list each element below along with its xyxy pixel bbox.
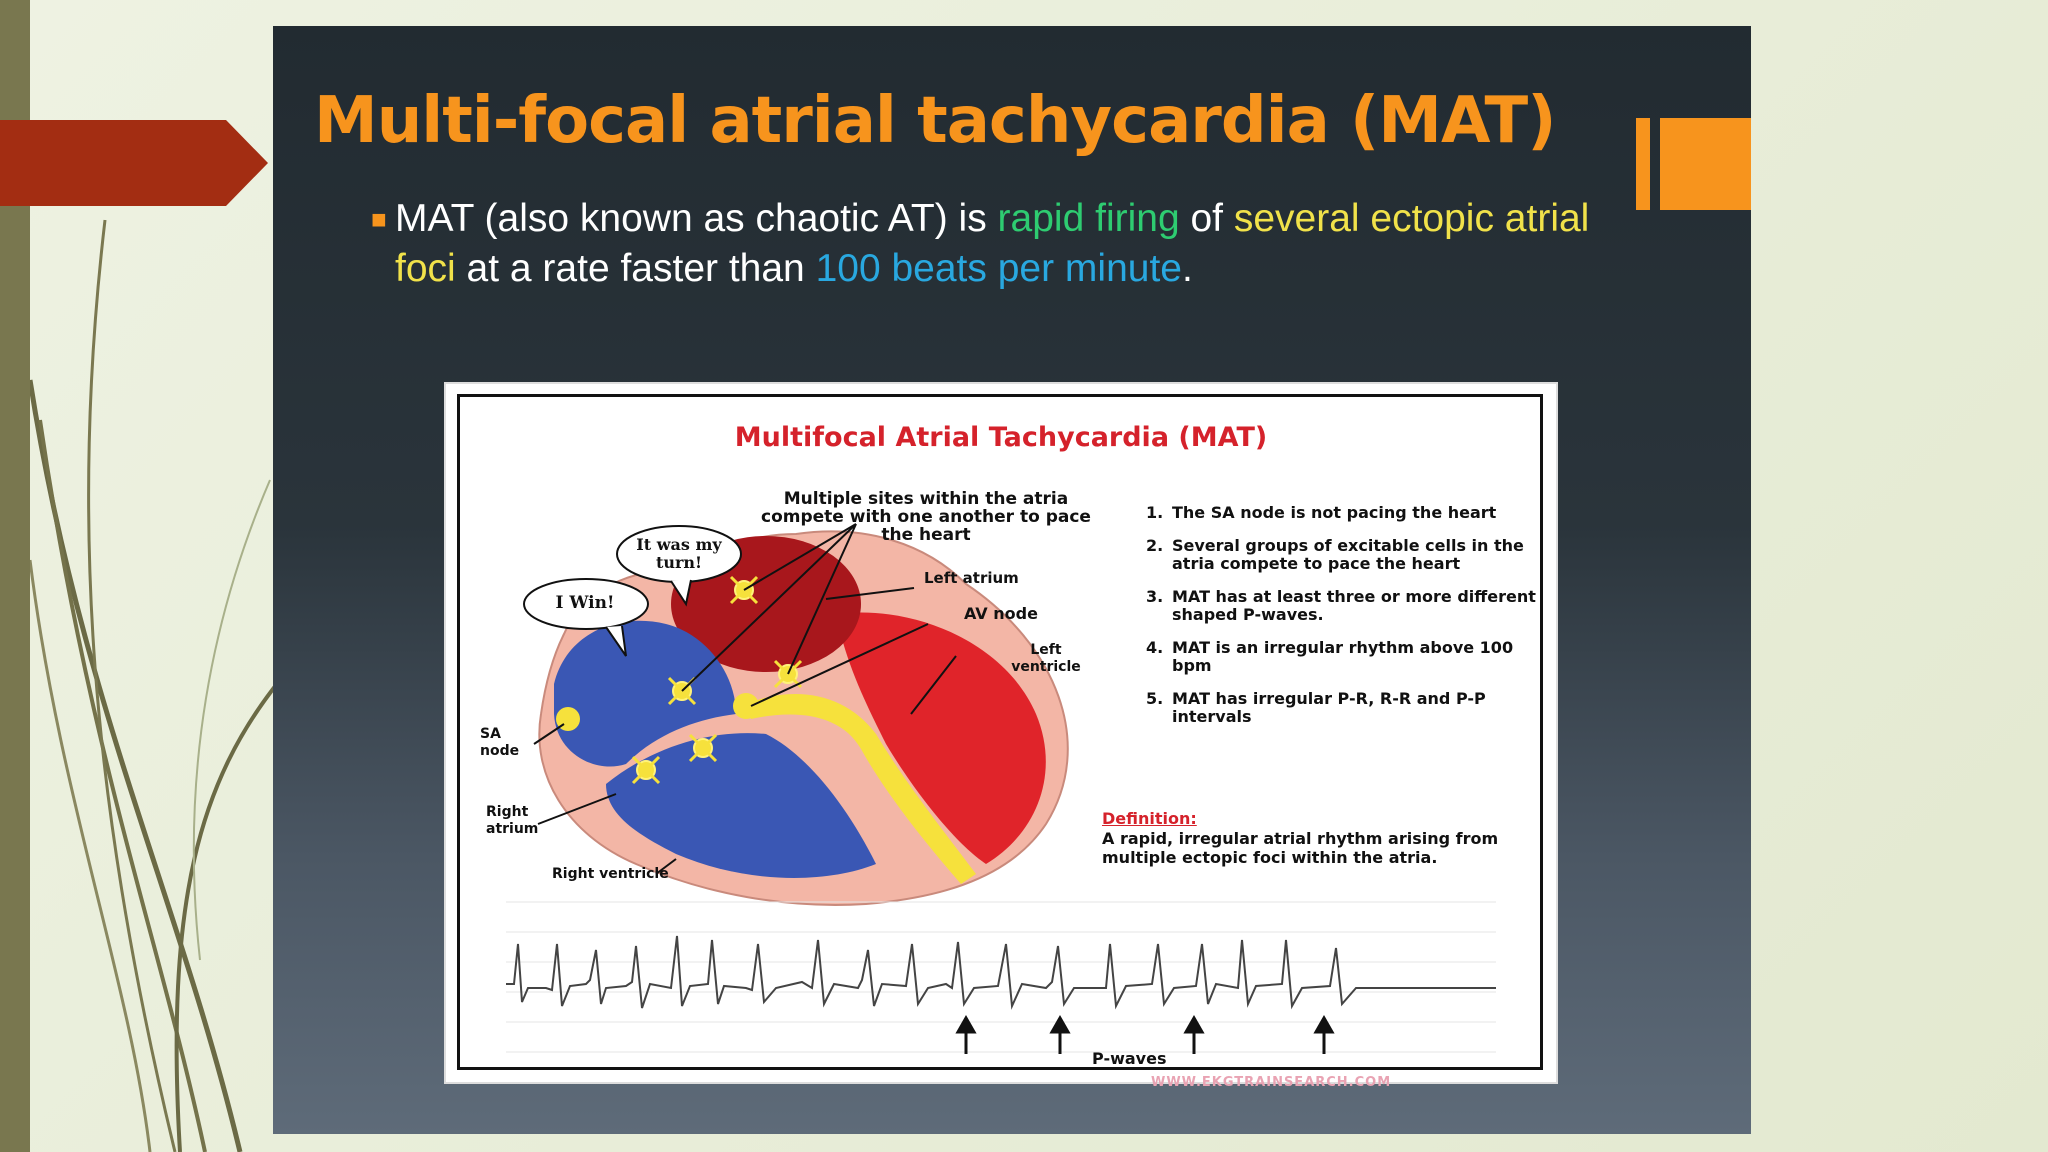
website-watermark: WWW.EKGTRAINSEARCH.COM	[1151, 1074, 1391, 1091]
bullet-text-5: at a rate faster than	[456, 247, 816, 290]
red-arrow-icon	[0, 120, 270, 206]
figure-title: Multifocal Atrial Tachycardia (MAT)	[446, 422, 1556, 453]
bullet-text-7: .	[1182, 247, 1193, 290]
mat-diagram-figure: Multifocal Atrial Tachycardia (MAT) Mult…	[446, 384, 1556, 1082]
slide-panel: Multi-focal atrial tachycardia (MAT) ■ M…	[273, 26, 1751, 1134]
label-sa-node: SA node	[480, 726, 530, 760]
highlight-rapid-firing: rapid firing	[998, 197, 1180, 240]
label-right-atrium: Right atrium	[486, 804, 546, 838]
av-node-dot	[733, 693, 759, 719]
pwaves-label: P-waves	[1092, 1050, 1166, 1067]
definition-heading: Definition:	[1102, 810, 1197, 827]
label-left-ventricle: Left ventricle	[1006, 642, 1086, 676]
bullet-text-3: of	[1180, 197, 1234, 240]
point-item: 1.The SA node is not pacing the heart	[1146, 504, 1536, 522]
compete-note: Multiple sites within the atria compete …	[746, 490, 1106, 544]
bubble-win-text: I Win!	[526, 595, 644, 612]
orange-bar-icon	[1636, 118, 1751, 210]
label-left-atrium: Left atrium	[924, 570, 1019, 587]
point-item: 2.Several groups of excitable cells in t…	[1146, 537, 1536, 573]
mat-points-list: 1.The SA node is not pacing the heart 2.…	[1146, 504, 1536, 741]
point-item: 5.MAT has irregular P-R, R-R and P-P int…	[1146, 690, 1536, 726]
definition-text: A rapid, irregular atrial rhythm arising…	[1102, 829, 1532, 867]
label-av-node: AV node	[964, 605, 1038, 622]
slide-title: Multi-focal atrial tachycardia (MAT)	[314, 84, 1555, 158]
bullet-text-1: MAT (also known as chaotic AT) is	[395, 197, 998, 240]
highlight-rate: 100 beats per minute	[816, 247, 1182, 290]
point-item: 3.MAT has at least three or more differe…	[1146, 588, 1536, 624]
ecg-trace	[506, 936, 1496, 1008]
point-item: 4.MAT is an irregular rhythm above 100 b…	[1146, 639, 1536, 675]
bullet-point: ■ MAT (also known as chaotic AT) is rapi…	[395, 194, 1595, 294]
label-right-ventricle: Right ventricle	[552, 866, 669, 883]
bullet-square-icon: ■	[371, 194, 387, 244]
bubble-turn-text: It was my turn!	[624, 536, 734, 572]
ecg-grid	[506, 902, 1496, 1052]
